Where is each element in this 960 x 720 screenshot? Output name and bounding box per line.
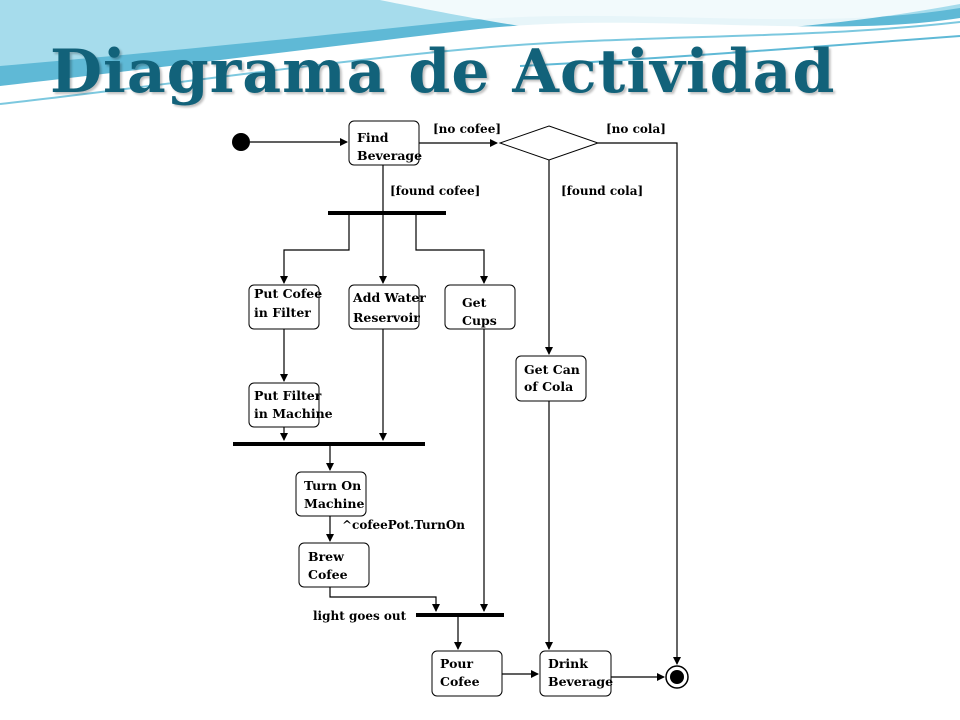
node-label: in Filter <box>254 305 311 320</box>
join-bar <box>233 442 425 446</box>
node-label: Add Water <box>352 290 426 305</box>
slide-title: Diagrama de Actividad <box>50 37 836 107</box>
node-label: Cofee <box>308 567 348 582</box>
node-label: Put Filter <box>254 388 322 403</box>
node-label: Beverage <box>357 148 422 163</box>
node-label: Put Cofee <box>254 286 322 301</box>
wave-line <box>0 21 960 105</box>
final-node <box>665 665 689 689</box>
activity-get-cups: Get Cups <box>444 284 516 330</box>
event-turn-on: ^cofeePot.TurnOn <box>342 518 465 532</box>
activity-turn-on-machine: Turn On Machine <box>295 471 367 517</box>
node-label: of Cola <box>524 379 573 394</box>
activity-put-filter-in-machine: Put Filter in Machine <box>248 382 333 428</box>
node-label: Pour <box>440 656 473 671</box>
activity-find-beverage: Find Beverage <box>348 120 422 166</box>
activity-drink-beverage: Drink Beverage <box>539 650 613 697</box>
node-label: Machine <box>304 496 364 511</box>
guard-no-cola: [no cola] <box>606 122 666 136</box>
node-label: Turn On <box>304 478 361 493</box>
fork-bar <box>328 211 446 215</box>
node-label: Cofee <box>440 674 480 689</box>
node-label: Drink <box>548 656 588 671</box>
wave-band-white <box>380 0 960 34</box>
join-bar-pour <box>416 613 504 617</box>
wave-line-2 <box>519 35 960 67</box>
decision-diamond <box>498 125 600 161</box>
activity-add-water-reservoir: Add Water Reservoir <box>348 284 426 330</box>
node-label: Beverage <box>548 674 613 689</box>
guard-found-cofee: [found cofee] <box>390 184 480 198</box>
background-waves <box>0 0 960 105</box>
node-label: Brew <box>308 549 345 564</box>
node-label: Find <box>357 130 389 145</box>
activity-get-can-of-cola: Get Can of Cola <box>515 355 587 402</box>
node-label: Get Can <box>524 362 580 377</box>
node-label: Get <box>462 295 487 310</box>
guard-no-cofee: [no cofee] <box>433 122 501 136</box>
initial-node <box>232 133 250 151</box>
edge-fork-to-put-cofee <box>280 215 350 284</box>
event-light-goes-out: light goes out <box>313 609 407 623</box>
node-label: Cups <box>462 313 497 328</box>
activity-pour-cofee: Pour Cofee <box>431 650 503 697</box>
guard-found-cola: [found cola] <box>561 184 643 198</box>
activity-brew-cofee: Brew Cofee <box>298 542 370 588</box>
node-label: Reservoir <box>353 310 420 325</box>
edge-fork-to-get-cups <box>415 215 488 284</box>
edge-no-cola-to-final <box>598 142 681 665</box>
node-label: in Machine <box>254 406 333 421</box>
edge-brew-to-join <box>329 587 440 612</box>
activity-put-cofee-in-filter: Put Cofee in Filter <box>248 284 322 330</box>
